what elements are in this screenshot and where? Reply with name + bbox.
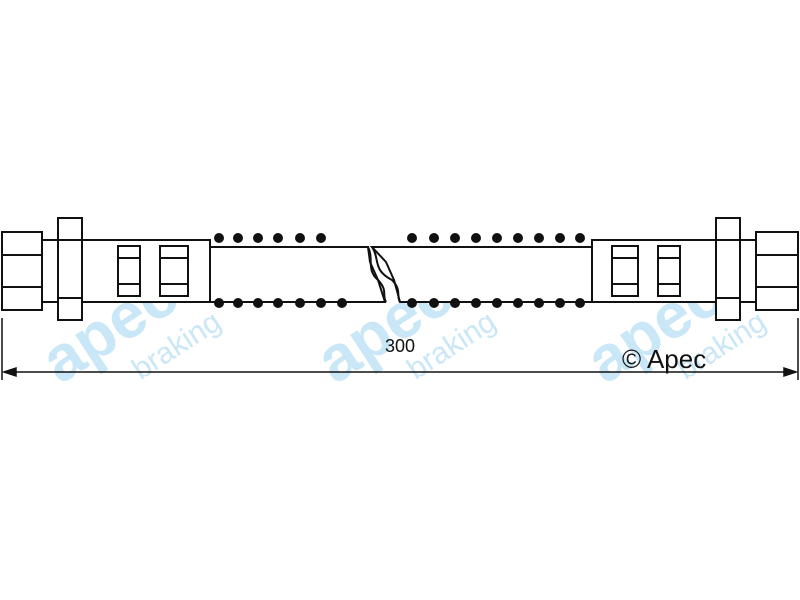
- left-fitting: [1, 217, 211, 321]
- right-hex-nut: [715, 217, 741, 321]
- right-ferrule: [591, 239, 717, 303]
- rib-dot: [253, 233, 263, 243]
- right-collar: [739, 239, 757, 303]
- rib-dot: [471, 233, 481, 243]
- hose-break-line: [367, 246, 387, 303]
- rib-dot: [273, 298, 283, 308]
- rib-dot: [214, 298, 224, 308]
- rib-dot: [575, 233, 585, 243]
- rib-dot: [555, 233, 565, 243]
- rib-dot: [429, 233, 439, 243]
- rib-dot: [273, 233, 283, 243]
- rib-dot: [555, 298, 565, 308]
- hose-break-line: [371, 246, 401, 303]
- left-ferrule: [81, 239, 211, 303]
- rib-dot: [214, 233, 224, 243]
- rib-dot: [471, 298, 481, 308]
- rib-dot: [407, 298, 417, 308]
- hose-ribs-top: [214, 233, 585, 243]
- rib-dot: [407, 233, 417, 243]
- right-ferrule-crimp: [657, 245, 681, 297]
- rib-dot: [450, 233, 460, 243]
- left-ferrule-crimp: [117, 245, 141, 297]
- left-ferrule-crimp: [159, 245, 189, 297]
- rib-dot: [295, 298, 305, 308]
- left-hex-nut: [57, 217, 83, 321]
- rib-dot: [429, 298, 439, 308]
- right-fitting: [591, 217, 799, 321]
- rib-dot: [295, 233, 305, 243]
- rib-dot: [534, 298, 544, 308]
- dimension: [1, 318, 799, 380]
- hose-body: [209, 246, 593, 303]
- dimension-arrow-right: [783, 366, 799, 378]
- left-collar: [41, 239, 59, 303]
- left-nut-outer: [1, 231, 43, 311]
- rib-dot: [575, 298, 585, 308]
- rib-dot: [513, 233, 523, 243]
- rib-dot: [450, 298, 460, 308]
- hose-ribs-bottom: [214, 298, 585, 308]
- rib-dot: [534, 233, 544, 243]
- rib-dot: [492, 233, 502, 243]
- rib-dot: [233, 298, 243, 308]
- rib-dot: [316, 298, 326, 308]
- rib-dot: [253, 298, 263, 308]
- rib-dot: [337, 298, 347, 308]
- copyright-text: © Apec: [622, 344, 706, 374]
- hose-ribs: [214, 233, 585, 308]
- rib-dot: [233, 233, 243, 243]
- rib-dot: [316, 233, 326, 243]
- right-nut-outer: [755, 231, 799, 311]
- dimension-label: 300: [385, 336, 415, 356]
- hose-left-section: [209, 246, 387, 303]
- rib-dot: [513, 298, 523, 308]
- right-ferrule-crimp: [611, 245, 639, 297]
- rib-dot: [492, 298, 502, 308]
- hose-right-section: [369, 246, 593, 303]
- dimension-arrow-left: [1, 366, 17, 378]
